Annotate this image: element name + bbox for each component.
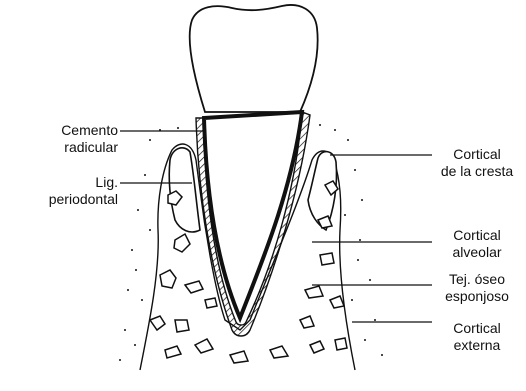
label-cortical-cresta: Cortical de la cresta <box>432 146 522 180</box>
tooth-crown <box>190 5 318 112</box>
label-lig-periodontal: Lig. periodontal <box>8 174 118 208</box>
label-cortical-alveolar: Cortical alveolar <box>432 227 522 261</box>
label-tej-oseo-esponjoso: Tej. óseo esponjoso <box>432 271 522 305</box>
label-cemento-radicular: Cemento radicular <box>8 122 118 156</box>
label-cortical-externa: Cortical externa <box>432 320 522 354</box>
